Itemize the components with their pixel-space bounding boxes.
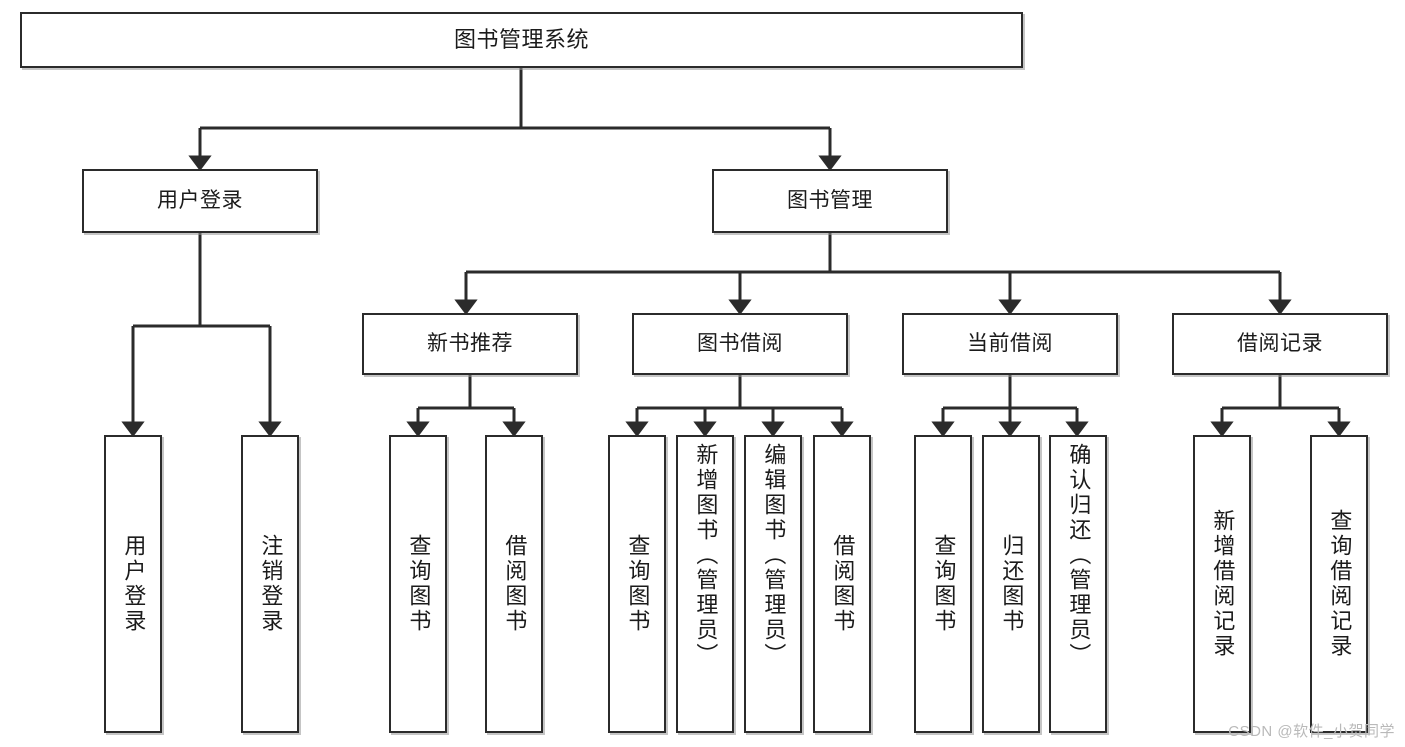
leaf-book-borrow-query[interactable]: 查询图书 bbox=[608, 435, 666, 733]
node-root-label: 图书管理系统 bbox=[453, 26, 589, 52]
node-new-book-recommend[interactable]: 新书推荐 bbox=[362, 313, 578, 375]
leaf-label: 编辑图书（管理员） bbox=[761, 443, 787, 668]
node-current-borrow-label: 当前借阅 bbox=[967, 332, 1053, 356]
leaf-book-borrow-add[interactable]: 新增图书（管理员） bbox=[676, 435, 734, 733]
leaf-label: 新增图书（管理员） bbox=[693, 443, 719, 668]
leaf-book-borrow-edit[interactable]: 编辑图书（管理员） bbox=[744, 435, 802, 733]
leaf-user-login-login[interactable]: 用户登录 bbox=[104, 435, 162, 733]
leaf-label: 注销登录 bbox=[258, 534, 284, 634]
leaf-current-borrow-confirm-return[interactable]: 确认归还（管理员） bbox=[1049, 435, 1107, 733]
node-book-manage-label: 图书管理 bbox=[787, 189, 873, 213]
node-root[interactable]: 图书管理系统 bbox=[20, 12, 1023, 68]
leaf-label: 查询图书 bbox=[625, 534, 651, 634]
node-user-login[interactable]: 用户登录 bbox=[82, 169, 318, 233]
node-user-login-label: 用户登录 bbox=[157, 189, 243, 213]
leaf-book-borrow-borrow[interactable]: 借阅图书 bbox=[813, 435, 871, 733]
leaf-current-borrow-return[interactable]: 归还图书 bbox=[982, 435, 1040, 733]
leaf-current-borrow-query[interactable]: 查询图书 bbox=[914, 435, 972, 733]
leaf-borrow-record-add[interactable]: 新增借阅记录 bbox=[1193, 435, 1251, 733]
node-borrow-record-label: 借阅记录 bbox=[1237, 332, 1323, 356]
node-book-borrow-label: 图书借阅 bbox=[697, 332, 783, 356]
leaf-label: 查询图书 bbox=[406, 534, 432, 634]
leaf-label: 用户登录 bbox=[121, 534, 147, 634]
node-book-manage[interactable]: 图书管理 bbox=[712, 169, 948, 233]
leaf-user-login-logout[interactable]: 注销登录 bbox=[241, 435, 299, 733]
leaf-label: 新增借阅记录 bbox=[1210, 509, 1236, 659]
node-new-book-recommend-label: 新书推荐 bbox=[427, 332, 513, 356]
node-book-borrow[interactable]: 图书借阅 bbox=[632, 313, 848, 375]
leaf-label: 确认归还（管理员） bbox=[1066, 443, 1092, 668]
leaf-label: 借阅图书 bbox=[502, 534, 528, 634]
leaf-label: 查询借阅记录 bbox=[1327, 509, 1353, 659]
leaf-label: 查询图书 bbox=[931, 534, 957, 634]
leaf-label: 借阅图书 bbox=[830, 534, 856, 634]
node-borrow-record[interactable]: 借阅记录 bbox=[1172, 313, 1388, 375]
node-current-borrow[interactable]: 当前借阅 bbox=[902, 313, 1118, 375]
leaf-borrow-record-query[interactable]: 查询借阅记录 bbox=[1310, 435, 1368, 733]
csdn-watermark: CSDN @软件_小贺同学 bbox=[1228, 723, 1395, 740]
leaf-new-book-query[interactable]: 查询图书 bbox=[389, 435, 447, 733]
leaf-new-book-borrow[interactable]: 借阅图书 bbox=[485, 435, 543, 733]
leaf-label: 归还图书 bbox=[999, 534, 1025, 634]
